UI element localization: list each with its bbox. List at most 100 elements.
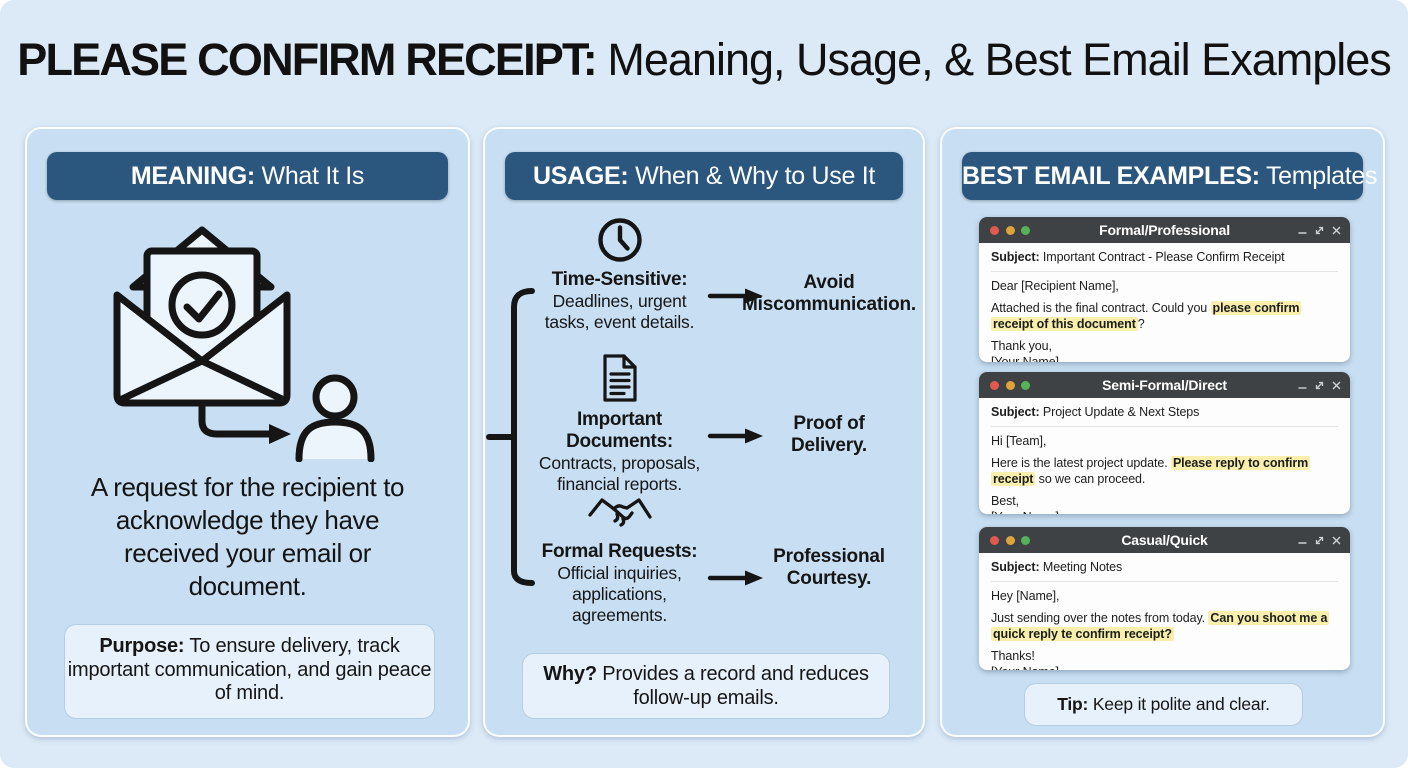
resize-icon[interactable]	[1314, 380, 1325, 391]
body-post: ?	[1137, 316, 1145, 331]
document-icon	[602, 354, 637, 402]
red-dot-icon	[990, 225, 999, 235]
purpose-label: Purpose:	[99, 635, 185, 657]
why-text: Provides a record and reduces follow-up …	[596, 663, 869, 709]
yellow-dot-icon	[1005, 225, 1015, 235]
window-titlebar: Casual/Quick	[979, 527, 1350, 553]
usage-header-rest: When & Why to Use It	[628, 162, 875, 190]
signature: [Your Name]	[991, 510, 1338, 515]
body-paragraph: Attached is the final contract. Could yo…	[991, 301, 1338, 332]
meaning-header-bold: MEANING:	[130, 162, 255, 190]
signature: [Your Name]	[991, 665, 1338, 671]
email-body: Subject: Project Update & Next Steps Hi …	[979, 398, 1350, 514]
subject-label: Subject:	[991, 250, 1040, 264]
tip-text: Keep it polite and clear.	[1088, 694, 1270, 714]
examples-card: BEST EMAIL EXAMPLES: Templates Formal/Pr…	[940, 127, 1385, 737]
subject-text: Meeting Notes	[1039, 560, 1123, 574]
signature-block: Thank you, [Your Name]	[991, 339, 1338, 362]
why-box: Why? Provides a record and reduces follo…	[522, 653, 890, 719]
purpose-box: Purpose: To ensure delivery, track impor…	[64, 624, 435, 719]
usage-result-3: Professional Courtesy.	[773, 546, 885, 589]
usage-header: USAGE: When & Why to Use It	[505, 152, 903, 200]
meaning-card: MEANING: What It Is A request for the re…	[25, 127, 470, 737]
red-dot-icon	[990, 380, 999, 390]
body-pre: Attached is the final contract. Could yo…	[991, 301, 1211, 315]
closing: Best,	[991, 494, 1019, 508]
resize-icon[interactable]	[1314, 225, 1325, 236]
green-dot-icon	[1021, 225, 1030, 235]
usage-desc-3: Official inquiries, applications, agreem…	[557, 563, 682, 625]
email-window-casual: Casual/Quick Subject: Meeting Notes Hey …	[979, 527, 1350, 670]
handshake-icon	[587, 498, 652, 527]
tip-label: Tip:	[1057, 694, 1089, 714]
window-title: Semi-Formal/Direct	[1102, 377, 1227, 393]
subject-text: Important Contract - Please Confirm Rece…	[1039, 250, 1285, 264]
greeting: Hey [Name],	[991, 588, 1060, 603]
page-title: PLEASE CONFIRM RECEIPT: Meaning, Usage, …	[0, 34, 1408, 86]
email-body: Subject: Important Contract - Please Con…	[979, 243, 1350, 362]
minimize-icon[interactable]	[1298, 225, 1307, 235]
body-post: so we can proceed.	[1035, 471, 1146, 486]
window-titlebar: Semi-Formal/Direct	[979, 372, 1350, 398]
signature: [Your Name]	[991, 354, 1059, 363]
meaning-header: MEANING: What It Is	[47, 152, 448, 200]
usage-desc-1: Deadlines, urgent tasks, event details.	[544, 291, 695, 332]
usage-card: USAGE: When & Why to Use It Time-Sensiti…	[483, 127, 925, 737]
page-title-bold: PLEASE CONFIRM RECEIPT:	[17, 34, 597, 85]
traffic-light-dots	[990, 225, 1030, 235]
usage-result-2: Proof of Delivery.	[790, 413, 867, 456]
red-dot-icon	[990, 535, 999, 545]
yellow-dot-icon	[1005, 380, 1015, 390]
tip-box: Tip: Keep it polite and clear.	[1024, 683, 1303, 726]
closing: Thank you,	[991, 339, 1052, 353]
minimize-icon[interactable]	[1298, 535, 1307, 545]
close-icon[interactable]	[1332, 381, 1341, 390]
subject-line: Subject: Project Update & Next Steps	[991, 403, 1338, 427]
usage-title-2: Important Documents:	[566, 409, 673, 452]
meaning-description: A request for the recipient to acknowled…	[90, 472, 405, 601]
page-title-rest: Meaning, Usage, & Best Email Examples	[595, 34, 1391, 85]
subject-label: Subject:	[991, 560, 1040, 574]
traffic-light-dots	[990, 535, 1030, 545]
meaning-header-rest: What It Is	[254, 162, 365, 190]
body-pre: Here is the latest project update.	[991, 456, 1171, 470]
why-label: Why?	[543, 663, 597, 685]
arrow-right-icon	[707, 570, 763, 586]
purpose-text: To ensure delivery, track important comm…	[67, 635, 432, 704]
usage-title-1: Time-Sensitive:	[551, 269, 688, 290]
green-dot-icon	[1021, 380, 1030, 390]
traffic-light-dots	[990, 380, 1030, 390]
closing: Thanks!	[991, 649, 1035, 663]
usage-left-3: Formal Requests: Official inquiries, app…	[527, 491, 712, 626]
resize-icon[interactable]	[1314, 535, 1325, 546]
usage-left-1: Time-Sensitive: Deadlines, urgent tasks,…	[527, 217, 712, 333]
greeting: Dear [Recipient Name],	[991, 278, 1119, 293]
usage-left-2: Important Documents: Contracts, proposal…	[527, 353, 712, 495]
subject-label: Subject:	[991, 405, 1040, 419]
window-controls	[1298, 217, 1341, 243]
examples-header-bold: BEST EMAIL EXAMPLES:	[962, 162, 1260, 190]
usage-title-3: Formal Requests:	[541, 541, 698, 562]
usage-header-bold: USAGE:	[533, 162, 629, 190]
email-window-formal: Formal/Professional Subject: Important C…	[979, 217, 1350, 362]
close-icon[interactable]	[1332, 226, 1341, 235]
greeting: Hi [Team],	[991, 433, 1047, 448]
arrow-right-icon	[707, 288, 763, 304]
signature-block: Thanks! [Your Name]	[991, 649, 1338, 670]
brace-bracket	[486, 288, 535, 586]
body-paragraph: Here is the latest project update. Pleas…	[991, 456, 1338, 487]
email-window-semi-formal: Semi-Formal/Direct Subject: Project Upda…	[979, 372, 1350, 514]
minimize-icon[interactable]	[1298, 380, 1307, 390]
signature-block: Best, [Your Name]	[991, 494, 1338, 514]
green-dot-icon	[1021, 535, 1030, 545]
envelope-check-to-person-icon	[113, 226, 375, 462]
clock-icon	[597, 218, 642, 262]
window-titlebar: Formal/Professional	[979, 217, 1350, 243]
email-body: Subject: Meeting Notes Hey [Name], Just …	[979, 553, 1350, 670]
body-paragraph: Just sending over the notes from today. …	[991, 611, 1338, 642]
close-icon[interactable]	[1332, 536, 1341, 545]
window-title: Formal/Professional	[1099, 222, 1230, 238]
yellow-dot-icon	[1005, 535, 1015, 545]
window-title: Casual/Quick	[1121, 532, 1208, 548]
